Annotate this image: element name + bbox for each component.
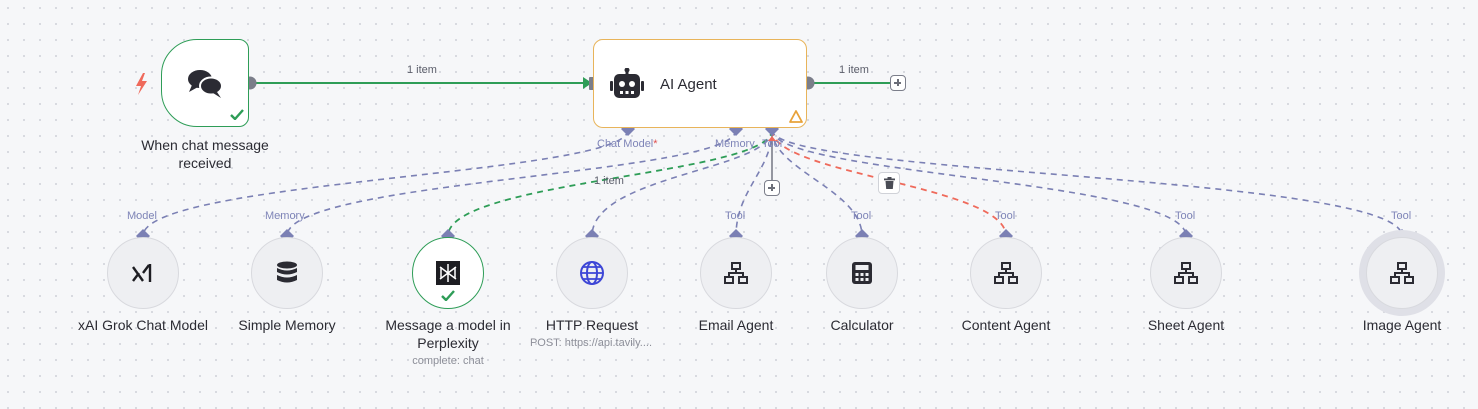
content-agent-node[interactable] <box>970 237 1042 309</box>
perplexity-label: Message a model in Perplexity <box>385 317 511 351</box>
workflow-icon <box>724 262 748 284</box>
delete-connection-button[interactable] <box>878 172 900 194</box>
email-agent-label: Email Agent <box>698 317 774 333</box>
ai-agent-node[interactable]: AI Agent <box>593 39 807 128</box>
warning-triangle-icon[interactable] <box>789 110 803 123</box>
sheet-agent-label: Sheet Agent <box>1147 317 1225 333</box>
http-request-label: HTTP Request <box>545 317 639 333</box>
connection-label-output: 1 item <box>839 64 869 76</box>
success-check-icon <box>230 109 244 120</box>
handle-tool-active-marker <box>768 136 776 141</box>
globe-icon <box>580 261 604 285</box>
ai-agent-title: AI Agent <box>660 76 717 93</box>
wire-calc[interactable] <box>771 129 863 237</box>
xai-grok-label: xAI Grok Chat Model <box>78 317 208 333</box>
workflow-icon <box>1390 262 1414 284</box>
wire-sheet[interactable] <box>771 129 1187 237</box>
wire-memory[interactable] <box>286 129 737 237</box>
simple-memory-label: Simple Memory <box>238 317 336 333</box>
perplexity-subtitle: complete: chat <box>412 355 484 367</box>
image-agent-label: Image Agent <box>1362 317 1442 333</box>
trigger-label: When chat message received <box>141 137 269 171</box>
email-agent-node[interactable] <box>700 237 772 309</box>
sub-handle-label-memory: Memory <box>265 210 305 222</box>
sub-handle-label-sheet: Tool <box>1175 210 1196 222</box>
wire-http[interactable] <box>591 129 773 237</box>
simple-memory-node[interactable] <box>251 237 323 309</box>
sub-handle-label-email: Tool <box>725 210 746 222</box>
handle-label-tool: Tool <box>762 138 783 150</box>
trash-icon <box>884 177 895 189</box>
calculator-label: Calculator <box>830 317 894 333</box>
workflow-icon <box>994 262 1018 284</box>
sub-handle-label-content: Tool <box>995 210 1016 222</box>
sub-handle-label-image: Tool <box>1391 210 1412 222</box>
database-icon <box>277 261 297 283</box>
wire-arrow <box>583 77 592 89</box>
add-output-node-button[interactable] <box>890 75 906 91</box>
wire-perplexity[interactable] <box>447 129 773 237</box>
robot-icon <box>610 68 644 98</box>
add-tool-button[interactable] <box>764 180 780 196</box>
calculator-icon <box>852 262 872 284</box>
wire-image[interactable] <box>771 129 1403 237</box>
connection-label-trigger: 1 item <box>407 64 437 76</box>
workflow-icon <box>1174 262 1198 284</box>
wire-email[interactable] <box>735 129 773 237</box>
xai-grok-node[interactable] <box>107 237 179 309</box>
handle-label-memory: Memory <box>715 138 755 150</box>
trigger-node[interactable] <box>161 39 249 127</box>
success-check-icon <box>441 290 455 301</box>
perplexity-node[interactable] <box>412 237 484 309</box>
calculator-node[interactable] <box>826 237 898 309</box>
perplexity-logo-icon <box>436 261 460 285</box>
connection-label-tool: 1 item <box>594 175 624 187</box>
sub-handle-label-model: Model <box>127 210 157 222</box>
sub-handle-label-calc: Tool <box>851 210 872 222</box>
http-request-subtitle: POST: https://api.tavily.... <box>529 337 653 349</box>
xai-logo-icon <box>132 264 152 282</box>
image-agent-node[interactable] <box>1366 237 1438 309</box>
http-request-node[interactable] <box>556 237 628 309</box>
sheet-agent-node[interactable] <box>1150 237 1222 309</box>
content-agent-label: Content Agent <box>961 317 1051 333</box>
handle-label-chat-model: Chat Model* <box>597 138 658 150</box>
lightning-bolt-icon <box>136 73 147 95</box>
chat-bubbles-icon <box>188 70 223 98</box>
